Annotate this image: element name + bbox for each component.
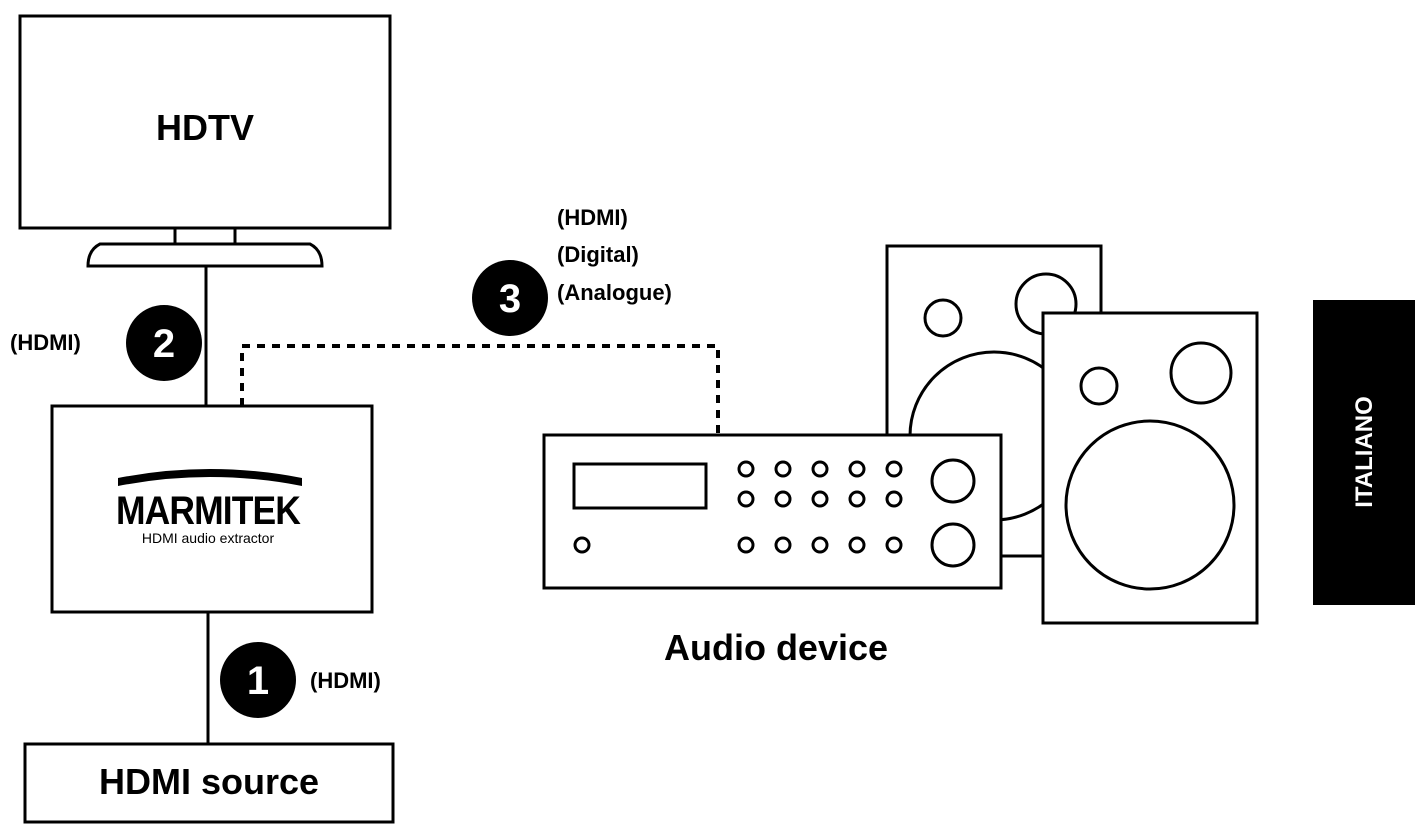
receiver-power-knob	[573, 536, 591, 554]
hdmi-source: HDMI source	[23, 742, 395, 824]
receiver-button	[737, 490, 755, 508]
receiver-knob-top	[930, 458, 976, 504]
connection-2-number: 2	[153, 322, 175, 366]
extractor-brand: MARMITEK	[116, 489, 301, 533]
language-tab-label: ITALIANO	[1351, 396, 1378, 508]
receiver-button	[737, 460, 755, 478]
receiver-button	[811, 536, 829, 554]
receiver-button	[774, 490, 792, 508]
receiver-button	[811, 490, 829, 508]
marmitek-logo-arc	[118, 469, 302, 486]
hdmi-source-label: HDMI source	[99, 761, 319, 802]
audio-device-label: Audio device	[664, 627, 888, 668]
connection-3-number: 3	[499, 277, 521, 321]
connection-1-label: (HDMI)	[310, 668, 381, 693]
speaker-front	[1041, 311, 1259, 625]
connection-3-label-digital: (Digital)	[557, 242, 639, 267]
audio-receiver	[542, 433, 1043, 590]
receiver-knob-bottom	[930, 522, 976, 568]
audio-extractor: MARMITEK HDMI audio extractor	[50, 404, 374, 614]
connection-1-badge	[220, 642, 296, 718]
hdtv: HDTV	[18, 14, 392, 268]
receiver-button	[737, 536, 755, 554]
receiver-button	[811, 460, 829, 478]
connection-2-label: (HDMI)	[10, 330, 81, 355]
receiver-button	[774, 460, 792, 478]
connection-2: (HDMI) 2	[10, 305, 202, 381]
connection-3-label-hdmi: (HDMI)	[557, 205, 628, 230]
connection-3: 3 (HDMI) (Digital) (Analogue)	[472, 205, 672, 336]
language-tab: ITALIANO	[1313, 300, 1415, 605]
cable-3	[240, 344, 720, 434]
receiver-button	[848, 490, 866, 508]
connection-2-badge	[126, 305, 202, 381]
receiver-button	[774, 536, 792, 554]
connection-3-badge	[472, 260, 548, 336]
connection-1: 1 (HDMI)	[220, 642, 381, 718]
receiver-button	[848, 460, 866, 478]
receiver-button	[885, 490, 903, 508]
receiver-buttons	[737, 460, 903, 554]
receiver-button	[885, 460, 903, 478]
extractor-subtitle: HDMI audio extractor	[142, 530, 275, 546]
receiver-button	[848, 536, 866, 554]
hdtv-label: HDTV	[156, 107, 254, 148]
receiver-display	[572, 462, 708, 510]
connection-3-label-analogue: (Analogue)	[557, 280, 672, 305]
connection-1-number: 1	[247, 659, 269, 703]
receiver-button	[885, 536, 903, 554]
